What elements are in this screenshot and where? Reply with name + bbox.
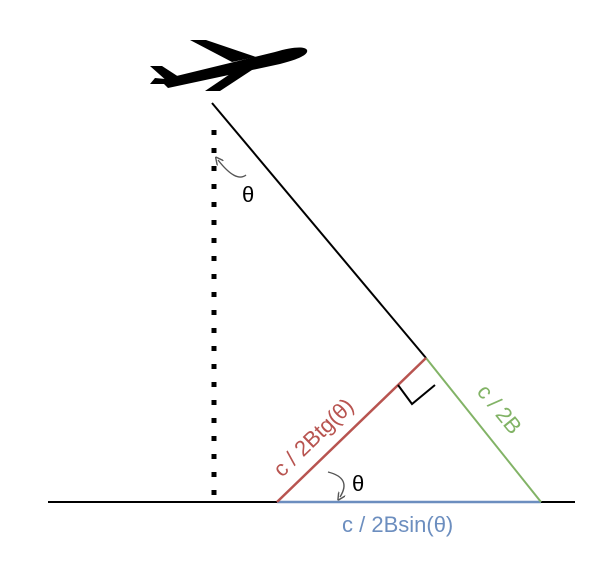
- angle-arc-bottom: [327, 471, 344, 497]
- angle-arc-top: [218, 160, 247, 178]
- ground-resolution-label: c / 2Bsin(θ): [342, 512, 453, 537]
- theta-bottom-label: θ: [352, 471, 364, 496]
- theta-top-label: θ: [242, 182, 254, 207]
- range-resolution-line: [425, 357, 542, 503]
- line-of-sight: [211, 102, 427, 359]
- range-resolution-label: c / 2B: [472, 379, 527, 438]
- slant-segment-line: [276, 357, 427, 503]
- airplane-icon: [150, 40, 308, 91]
- right-angle-marker: [397, 384, 436, 406]
